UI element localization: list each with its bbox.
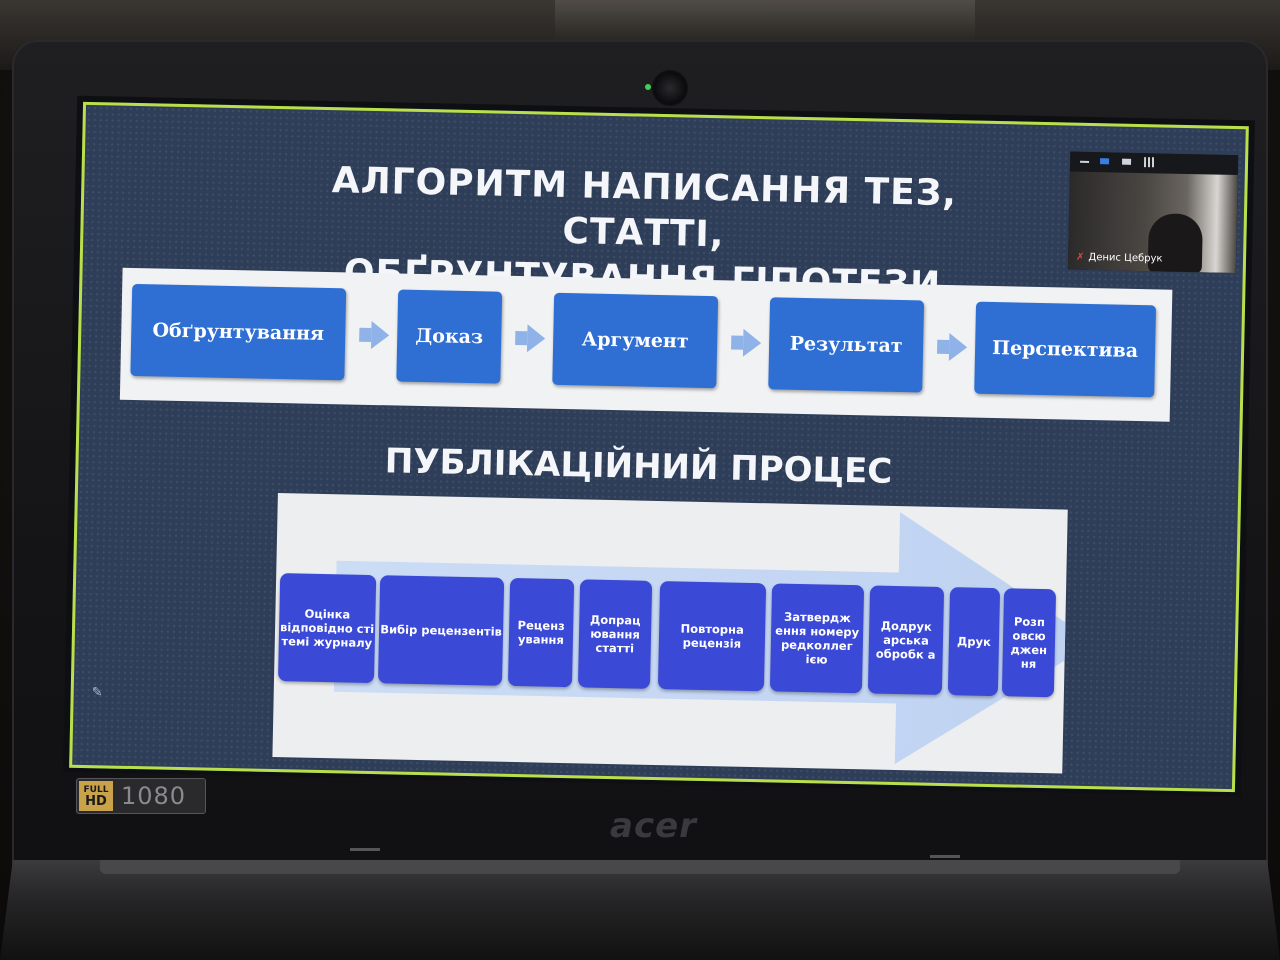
resolution-label: 1080 (121, 782, 187, 810)
hd-sticker-full: FULL (83, 784, 109, 795)
algorithm-step-3: Аргумент (552, 292, 719, 389)
hd-sticker: FULL HD 1080 (76, 778, 206, 814)
mic-muted-icon: ✗ (1075, 251, 1085, 263)
minimize-icon[interactable] (1080, 160, 1090, 163)
room-window (555, 0, 975, 40)
arrow-icon (526, 324, 546, 353)
laptop-screen: АЛГОРИТМ НАПИСАННЯ ТЕЗ, СТАТТІ, ОБҐРУНТУ… (63, 95, 1255, 797)
hd-sticker-hd: HD (85, 793, 107, 809)
algorithm-step-5: Перспектива (974, 301, 1157, 398)
process-step-9: Розп овсю джен ня (1001, 588, 1057, 698)
slide-subtitle: ПУБЛІКАЦІЙНИЙ ПРОЦЕС (384, 441, 893, 492)
laptop-hinge (100, 860, 1180, 874)
publication-process-panel: Оцінка відповідно сті темі журналу Вибір… (272, 493, 1068, 774)
participant-name-label: ✗Денис Цебрук (1076, 252, 1163, 265)
algorithm-panel: Обґрунтування Доказ Аргумент Результат П… (119, 267, 1173, 422)
grid-icon[interactable] (1143, 157, 1155, 168)
process-step-6: Затвердж ення номеру редколлег ією (769, 583, 865, 694)
process-step-7: Додрук арська обробк а (867, 585, 945, 695)
slide-title-line1: АЛГОРИТМ НАПИСАННЯ ТЕЗ, СТАТТІ, (331, 160, 958, 256)
process-step-5: Повторна рецензія (657, 581, 767, 692)
process-step-2: Вибір рецензентів (377, 575, 505, 686)
video-tile[interactable]: ✗Денис Цебрук (1067, 151, 1239, 274)
algorithm-step-2: Доказ (396, 289, 503, 384)
webcam (652, 70, 688, 106)
bezel-mark (930, 855, 960, 858)
arrow-icon (742, 328, 762, 358)
arrow-icon (370, 320, 390, 350)
webcam-led (645, 84, 651, 90)
process-step-1: Оцінка відповідно сті темі журналу (277, 573, 377, 684)
hd-sticker-label: FULL HD (79, 781, 113, 811)
algorithm-step-1: Обґрунтування (130, 283, 347, 381)
layout-icon[interactable] (1121, 158, 1132, 165)
process-step-8: Друк (947, 587, 1001, 697)
laptop-brand-logo: acer (610, 806, 697, 846)
layout-icon[interactable] (1099, 158, 1110, 165)
participant-name: Денис Цебрук (1088, 251, 1163, 265)
process-step-4: Допрац ювання статті (577, 579, 653, 689)
presentation-slide: АЛГОРИТМ НАПИСАННЯ ТЕЗ, СТАТТІ, ОБҐРУНТУ… (69, 101, 1249, 793)
process-step-3: Реценз ування (507, 577, 575, 688)
laptop-base (0, 860, 1280, 960)
bezel-mark (350, 848, 380, 851)
arrow-icon (948, 333, 968, 362)
pencil-icon[interactable]: ✎ (91, 685, 103, 701)
algorithm-step-4: Результат (768, 297, 925, 393)
